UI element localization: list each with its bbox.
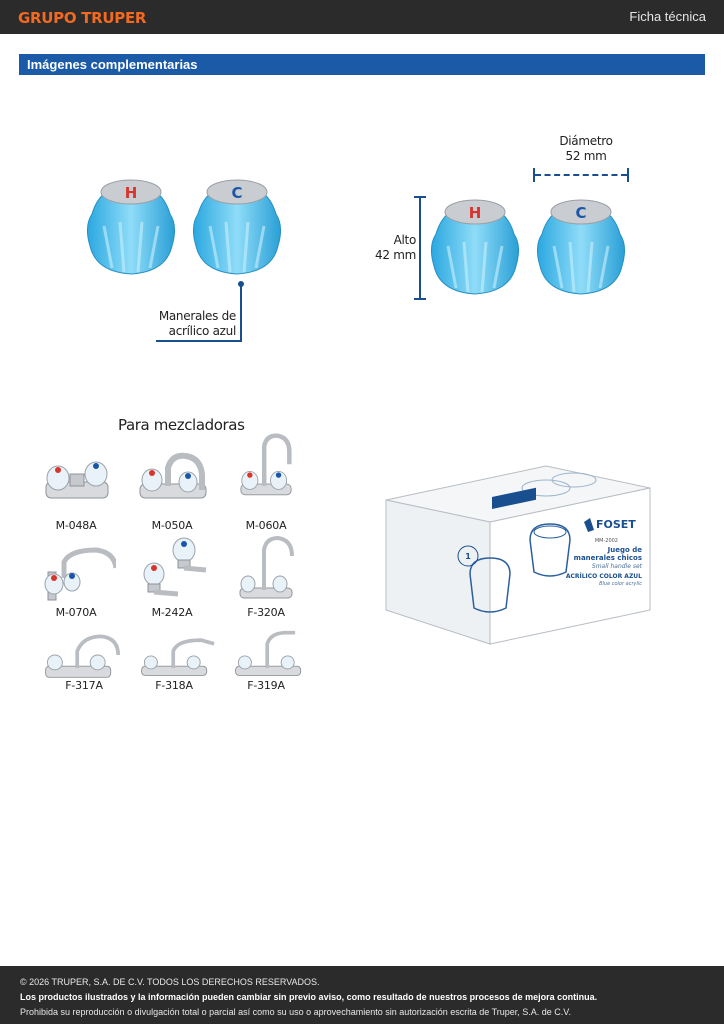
hot-letter: H [125, 184, 138, 202]
section-header: Imágenes complementarias [19, 54, 705, 75]
faucet-m060a-image [226, 432, 306, 502]
faucet-m242a-image [132, 534, 212, 604]
faucet-code: F-319A [247, 679, 285, 692]
material-callout-vline [240, 284, 242, 342]
package-count: 1 [465, 552, 471, 561]
faucet-code: F-317A [65, 679, 103, 692]
package-box-image: FOSET MM-2002 Juego de manerales chicos … [384, 460, 652, 646]
cold-letter-dim: C [575, 204, 586, 222]
height-label-text: Alto [393, 233, 417, 247]
section-title: Imágenes complementarias [27, 57, 198, 72]
package-model: MM-2002 [595, 538, 618, 544]
faucet-f318a-image [136, 620, 216, 690]
material-callout-hline [156, 340, 242, 342]
faucet-m070a-image [36, 538, 116, 608]
diameter-value: 52 mm [565, 149, 607, 163]
cold-knob-dimension-image: C [532, 196, 630, 296]
footer: © 2026 TRUPER, S.A. DE C.V. TODOS LOS DE… [0, 966, 724, 1024]
faucet-code: F-318A [155, 679, 193, 692]
package-name-en: Small handle set [592, 563, 643, 570]
cold-knob-image: C [188, 176, 286, 276]
height-value: 42 mm [375, 248, 416, 262]
faucet-code: F-320A [247, 606, 285, 619]
cold-letter: C [231, 184, 242, 202]
doc-type-label: Ficha técnica [629, 9, 706, 24]
hot-knob-dimension-image: H [426, 196, 524, 296]
faucet-code: M-242A [151, 606, 193, 619]
faucet-f319a-image [230, 620, 310, 690]
footer-copyright: © 2026 TRUPER, S.A. DE C.V. TODOS LOS DE… [20, 977, 320, 987]
faucet-m048a-image [36, 440, 116, 510]
diameter-line [535, 174, 627, 176]
top-bar: GRUPO TRUPER Ficha técnica [0, 0, 724, 34]
material-label-line1: Manerales de [158, 309, 236, 323]
faucet-m050a-image [132, 440, 212, 510]
height-line [419, 198, 421, 298]
footer-prohibition: Prohibida su reproducción o divulgación … [20, 1007, 571, 1017]
package-material-en: Blue color acrylic [599, 581, 642, 587]
faucet-code: M-060A [245, 519, 287, 532]
diameter-label-text: Diámetro [559, 134, 613, 148]
diameter-tick-left [533, 168, 535, 182]
height-label: Alto 42 mm [370, 233, 416, 263]
mixers-title: Para mezcladoras [118, 416, 245, 434]
diameter-tick-right [627, 168, 629, 182]
footer-notice: Los productos ilustrados y la informació… [20, 992, 598, 1002]
material-label-line2: acrílico azul [168, 324, 237, 338]
package-material-es: ACRÍLICO COLOR AZUL [566, 572, 642, 580]
package-name-line2: manerales chicos [574, 554, 642, 562]
diameter-label: Diámetro 52 mm [556, 134, 616, 164]
height-tick-bottom [414, 298, 426, 300]
faucet-code: M-050A [151, 519, 193, 532]
package-name-line1: Juego de [607, 546, 643, 554]
brand-logo: GRUPO TRUPER [18, 9, 147, 27]
material-label: Manerales de acrílico azul [140, 309, 236, 339]
faucet-code: M-048A [55, 519, 97, 532]
hot-knob-image: H [82, 176, 180, 276]
faucet-code: M-070A [55, 606, 97, 619]
height-tick-top [414, 196, 426, 198]
hot-letter-dim: H [469, 204, 482, 222]
package-brand: FOSET [596, 518, 636, 531]
faucet-f320a-image [226, 534, 306, 604]
faucet-f317a-image [40, 620, 120, 690]
